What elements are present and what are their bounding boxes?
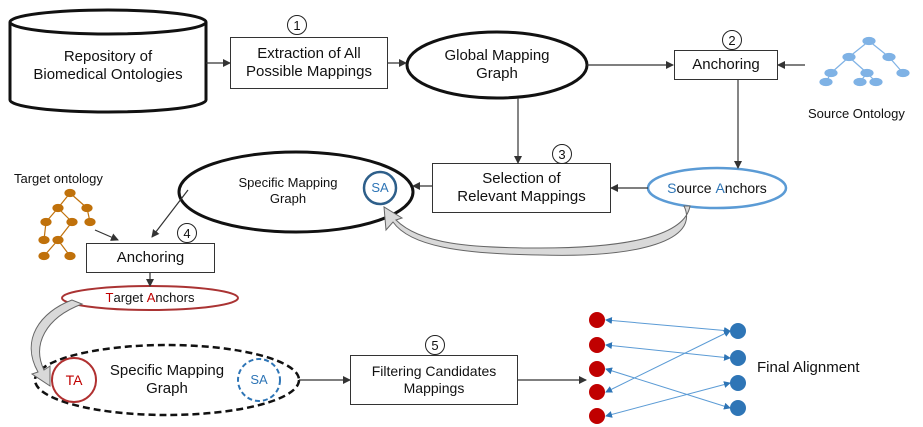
anchoring-top-label: Anchoring <box>692 56 760 73</box>
ta-label: TA <box>65 371 83 388</box>
target-node <box>589 337 605 353</box>
anchoring-top-box <box>674 50 778 80</box>
extraction-label: Extraction of All Possible Mappings <box>246 45 372 80</box>
extraction-box <box>230 37 388 89</box>
selection-label: Selection of Relevant Mappings <box>457 170 586 205</box>
curved-arrow-source-to-sa <box>383 205 691 256</box>
selection-box <box>432 163 611 213</box>
target-ontology-tree <box>38 188 96 261</box>
step-number-4: 4 <box>177 223 197 243</box>
sa-label-top: SA <box>371 180 389 196</box>
final-alignment-graph <box>589 312 746 424</box>
step-number-1: 1 <box>287 15 307 35</box>
filtering-box <box>350 355 518 405</box>
target-anchors-text-2: nchors <box>155 290 195 306</box>
arrow-target-onto-to-anchoring-bottom <box>94 229 119 241</box>
source-ontology-tree <box>819 36 910 87</box>
curved-arrow-target-to-ta <box>30 299 84 387</box>
source-node <box>730 375 746 391</box>
target-anchors-text-1: arget <box>113 290 147 306</box>
source-anchors-letter-a: A <box>715 179 725 196</box>
target-node <box>589 361 605 377</box>
anchoring-bottom-label: Anchoring <box>116 249 185 266</box>
repository-label: Repository of Biomedical Ontologies <box>33 48 183 83</box>
source-node <box>730 323 746 339</box>
target-node <box>589 408 605 424</box>
sa-circle-bottom <box>237 358 281 402</box>
target-anchors-letter-t: T <box>105 290 114 306</box>
target-node <box>589 384 605 400</box>
global-graph-label: Global Mapping Graph <box>444 47 550 82</box>
source-ontology-label: Source Ontology <box>808 106 905 122</box>
repository-cylinder <box>8 8 208 114</box>
source-anchors-letter-s: S <box>667 179 677 196</box>
final-alignment-label: Final Alignment <box>757 359 860 376</box>
ta-circle <box>51 357 97 403</box>
specific-graph-top-ellipse <box>177 150 415 234</box>
arrow-graph-to-anchoring-bottom <box>151 189 189 238</box>
target-anchors-letter-a: A <box>146 290 156 306</box>
source-anchors-text-2: nchors <box>724 179 767 196</box>
specific-graph-bottom-label: Specific Mapping Graph <box>109 362 225 397</box>
source-node <box>730 350 746 366</box>
step-number-2: 2 <box>722 30 742 50</box>
sa-circle-top <box>362 170 398 206</box>
target-node <box>589 312 605 328</box>
source-anchors-text-1: ource <box>676 179 716 196</box>
anchoring-bottom-box <box>86 243 215 273</box>
filtering-label: Filtering Candidates Mappings <box>371 363 497 396</box>
step-number-3: 3 <box>552 144 572 164</box>
step-number-5: 5 <box>425 335 445 355</box>
sa-label-bottom: SA <box>250 372 268 388</box>
source-node <box>730 400 746 416</box>
specific-graph-top-label: Specific Mapping Graph <box>238 175 338 206</box>
target-ontology-label: Target ontology <box>14 171 103 187</box>
